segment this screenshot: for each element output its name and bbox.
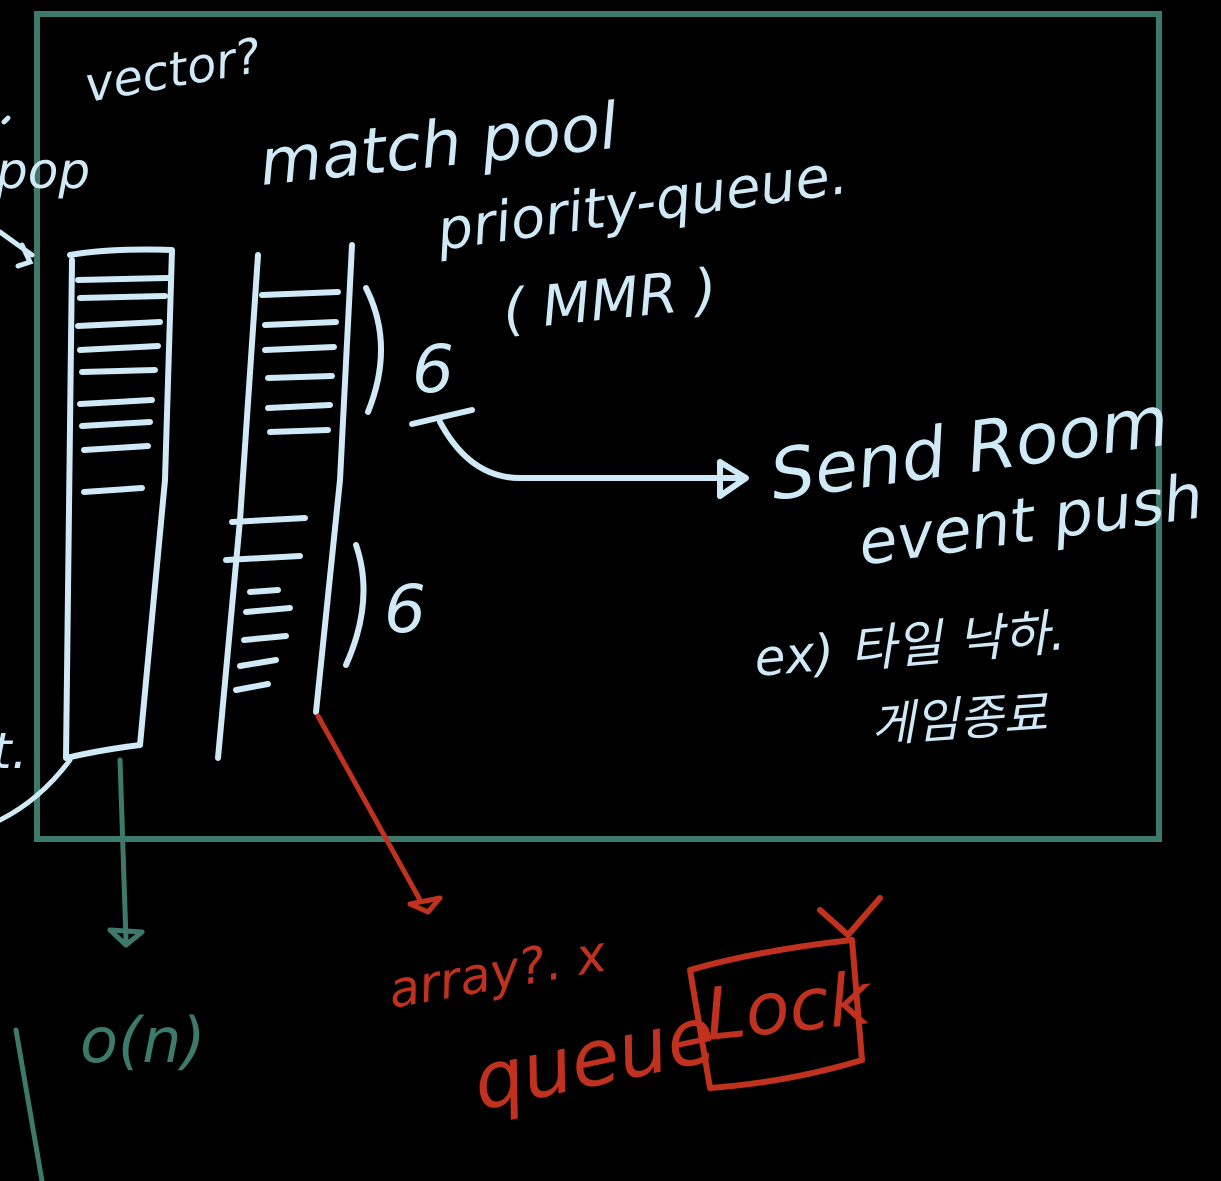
example-line-1: ex) 타일 낙하. bbox=[752, 603, 1067, 688]
frame-box bbox=[34, 11, 1162, 842]
complexity-arrow bbox=[13, 757, 145, 1181]
match-pool-column bbox=[215, 242, 355, 761]
vector-label: vector? bbox=[80, 28, 265, 114]
left-cut-label: t. bbox=[0, 722, 28, 780]
mmr-label: ( MMR ) bbox=[500, 257, 720, 344]
lock-label: Lock bbox=[701, 956, 878, 1057]
example-line-2: 게임종료 bbox=[869, 686, 1051, 754]
group-count-top: 6 bbox=[412, 331, 454, 408]
array-label: array?. x bbox=[384, 924, 611, 1019]
group-brackets bbox=[343, 285, 384, 668]
lock-box bbox=[687, 895, 883, 1091]
array-arrow bbox=[315, 713, 443, 915]
queue-label: queue bbox=[465, 990, 723, 1129]
vector-column bbox=[63, 246, 175, 761]
send-room-arrow bbox=[409, 407, 749, 499]
group-count-bottom: 6 bbox=[384, 571, 426, 648]
complexity-label: o(n) bbox=[80, 1004, 206, 1077]
pop-label: pop bbox=[0, 142, 90, 200]
left-edge-strokes bbox=[0, 115, 73, 823]
